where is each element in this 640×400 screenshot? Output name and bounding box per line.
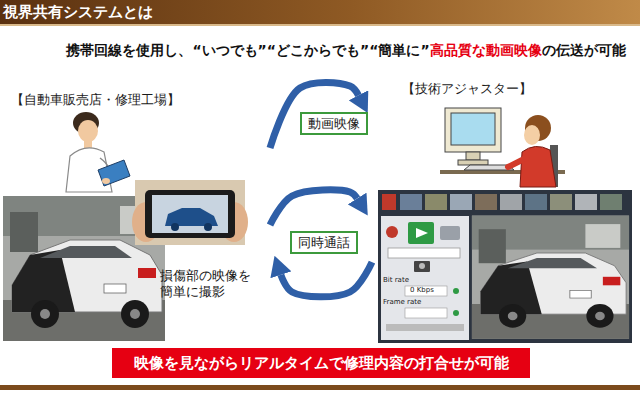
ui-label: Frame rate <box>383 298 421 307</box>
node-text: 【自動車販売店・修理工場】 <box>11 92 180 108</box>
edge-label: 動画映像 <box>300 112 368 135</box>
site-region: 【自動車販売店・修理工場】 <box>5 82 270 345</box>
node-text: 映像を見ながらリアルタイムで修理内容の打合せが可能 <box>134 354 509 372</box>
node-text: 【技術アジャスター】 <box>402 81 532 97</box>
photo-caption: 損傷部の映像を 簡単に撮影 <box>160 268 265 301</box>
result-banner: 映像を見ながらリアルタイムで修理内容の打合せが可能 <box>112 348 530 378</box>
page-title: 視界共有システムとは <box>3 3 153 21</box>
edge-label: 同時通話 <box>290 231 358 254</box>
flow-arrow <box>281 262 372 297</box>
flow-arrow <box>270 190 357 225</box>
subtitle-text: 携帯回線を使用し、“いつでも”“どこからでも”“簡単に” <box>66 40 429 60</box>
subtitle-row: 携帯回線を使用し、“いつでも”“どこからでも”“簡単に”高品質な動画映像の伝送が… <box>55 40 637 60</box>
subtitle-highlight: 高品質な動画映像 <box>430 40 542 60</box>
ui-label: Bit rate <box>383 276 409 285</box>
subtitle-text: の伝送が可能 <box>542 40 626 60</box>
ui-value: 0 Kbps <box>410 286 434 295</box>
